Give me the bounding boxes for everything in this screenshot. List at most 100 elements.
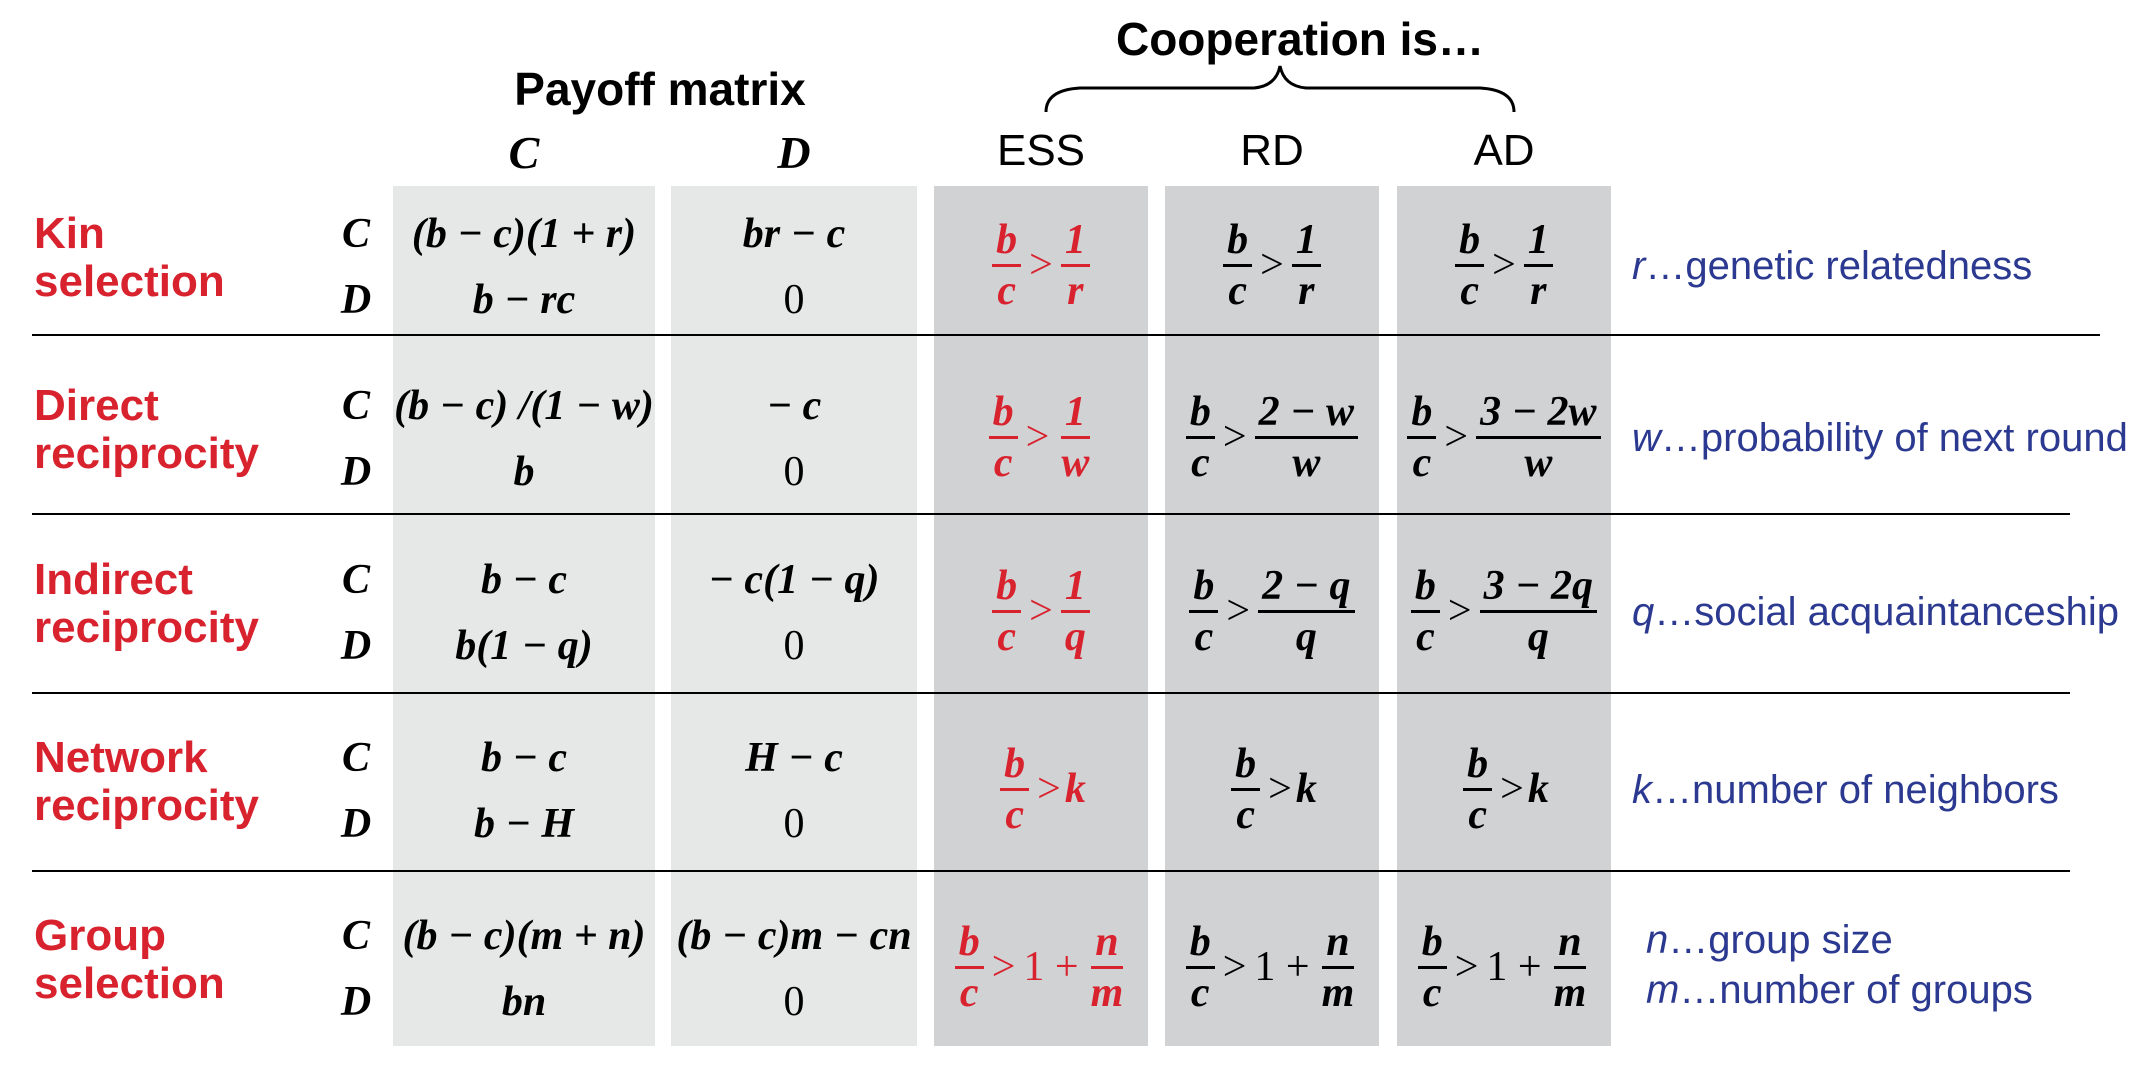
strategy-label-c: C: [341, 735, 370, 781]
fraction-numerator: b: [1189, 564, 1219, 613]
mechanism-name-line2: reciprocity: [34, 429, 259, 478]
fraction-numerator: b: [954, 920, 984, 969]
fraction-numerator: b: [1410, 564, 1440, 613]
variable-note: k…number of neighbors: [1632, 768, 2059, 813]
fraction-numerator: 3 − 2w: [1476, 390, 1601, 439]
payoff-cc: (b − c)(m + n): [402, 913, 646, 959]
fraction-numerator: 1: [1060, 564, 1090, 613]
fraction-denominator: c: [1005, 791, 1024, 838]
ad-header: AD: [1473, 126, 1535, 175]
payoff-cc: b − c: [480, 735, 568, 781]
mechanism-name: Indirect: [34, 555, 193, 604]
payoff-cd: (b − c)m − cn: [676, 913, 912, 959]
fraction-numerator: n: [1554, 920, 1586, 969]
greater-than-sign: >: [1037, 766, 1061, 812]
variable-note: w…probability of next round: [1632, 416, 2128, 461]
greater-than-sign: >: [991, 944, 1016, 990]
fraction-denominator: c: [1236, 791, 1255, 838]
mechanism-name-line2: reciprocity: [34, 603, 259, 652]
mechanism-name: Direct: [34, 381, 159, 430]
payoff-d-column-band: [671, 186, 917, 1046]
mechanism-name: Group: [34, 911, 166, 960]
mechanism-name-line2: selection: [34, 257, 225, 306]
fraction-numerator: b: [1231, 742, 1261, 791]
greater-than-sign: >: [1029, 242, 1053, 288]
row-divider: [32, 334, 2100, 336]
mechanism-name: Kin: [34, 209, 105, 258]
greater-than-sign: >: [1447, 588, 1472, 634]
ad-column-band: [1397, 186, 1611, 1046]
greater-than-sign: >: [1260, 242, 1284, 288]
payoff-col-d-header: D: [777, 127, 811, 178]
payoff-dd: 0: [783, 979, 805, 1025]
strategy-label-c: C: [341, 383, 370, 429]
condition-constant: 1 +: [1023, 944, 1079, 990]
variable-note: q…social acquaintanceship: [1632, 590, 2119, 635]
fraction-denominator: c: [1468, 791, 1487, 838]
strategy-label-c: C: [341, 557, 370, 603]
fraction-denominator: m: [1090, 969, 1124, 1016]
condition-variable: k: [1527, 766, 1549, 812]
greater-than-sign: >: [1500, 766, 1524, 812]
fraction-denominator: r: [1298, 267, 1315, 314]
fraction-numerator: b: [1417, 920, 1447, 969]
payoff-cc: b − c: [480, 557, 568, 603]
fraction-denominator: m: [1553, 969, 1587, 1016]
greater-than-sign: >: [1025, 414, 1050, 460]
payoff-cd: − c(1 − q): [708, 557, 880, 603]
fraction-denominator: c: [1412, 439, 1432, 486]
payoff-cd: − c: [766, 383, 822, 429]
mechanism-name: Network: [34, 733, 208, 782]
variable-note: n…group size: [1646, 918, 1893, 963]
fraction-denominator: r: [1530, 267, 1547, 314]
fraction-numerator: 1: [1523, 218, 1553, 267]
strategy-label-c: C: [341, 211, 370, 257]
fraction-numerator: 3 − 2q: [1479, 564, 1598, 613]
fraction-numerator: n: [1091, 920, 1123, 969]
fraction-denominator: c: [1460, 267, 1479, 314]
payoff-dc: b − rc: [472, 277, 576, 323]
fraction-numerator: b: [1407, 390, 1437, 439]
strategy-label-d: D: [340, 801, 372, 847]
note-description: …probability of next round: [1660, 416, 2128, 460]
variable-note: r…genetic relatedness: [1632, 244, 2032, 289]
payoff-cd: br − c: [742, 211, 846, 257]
ess-column-band: [934, 186, 1148, 1046]
fraction-numerator: 2 − w: [1254, 390, 1359, 439]
fraction-denominator: c: [1422, 969, 1442, 1016]
fraction-denominator: c: [1194, 613, 1214, 660]
payoff-dd: 0: [783, 801, 805, 847]
fraction-numerator: 1: [1060, 218, 1090, 267]
fraction-numerator: 2 − q: [1258, 564, 1355, 613]
fraction-numerator: n: [1322, 920, 1354, 969]
fraction-denominator: w: [1524, 439, 1553, 486]
note-variable: n: [1646, 918, 1669, 962]
row-divider: [32, 870, 2070, 872]
mechanism-name-line2: selection: [34, 959, 225, 1008]
condition-variable: k: [1064, 766, 1086, 812]
fraction-denominator: q: [1295, 613, 1317, 660]
